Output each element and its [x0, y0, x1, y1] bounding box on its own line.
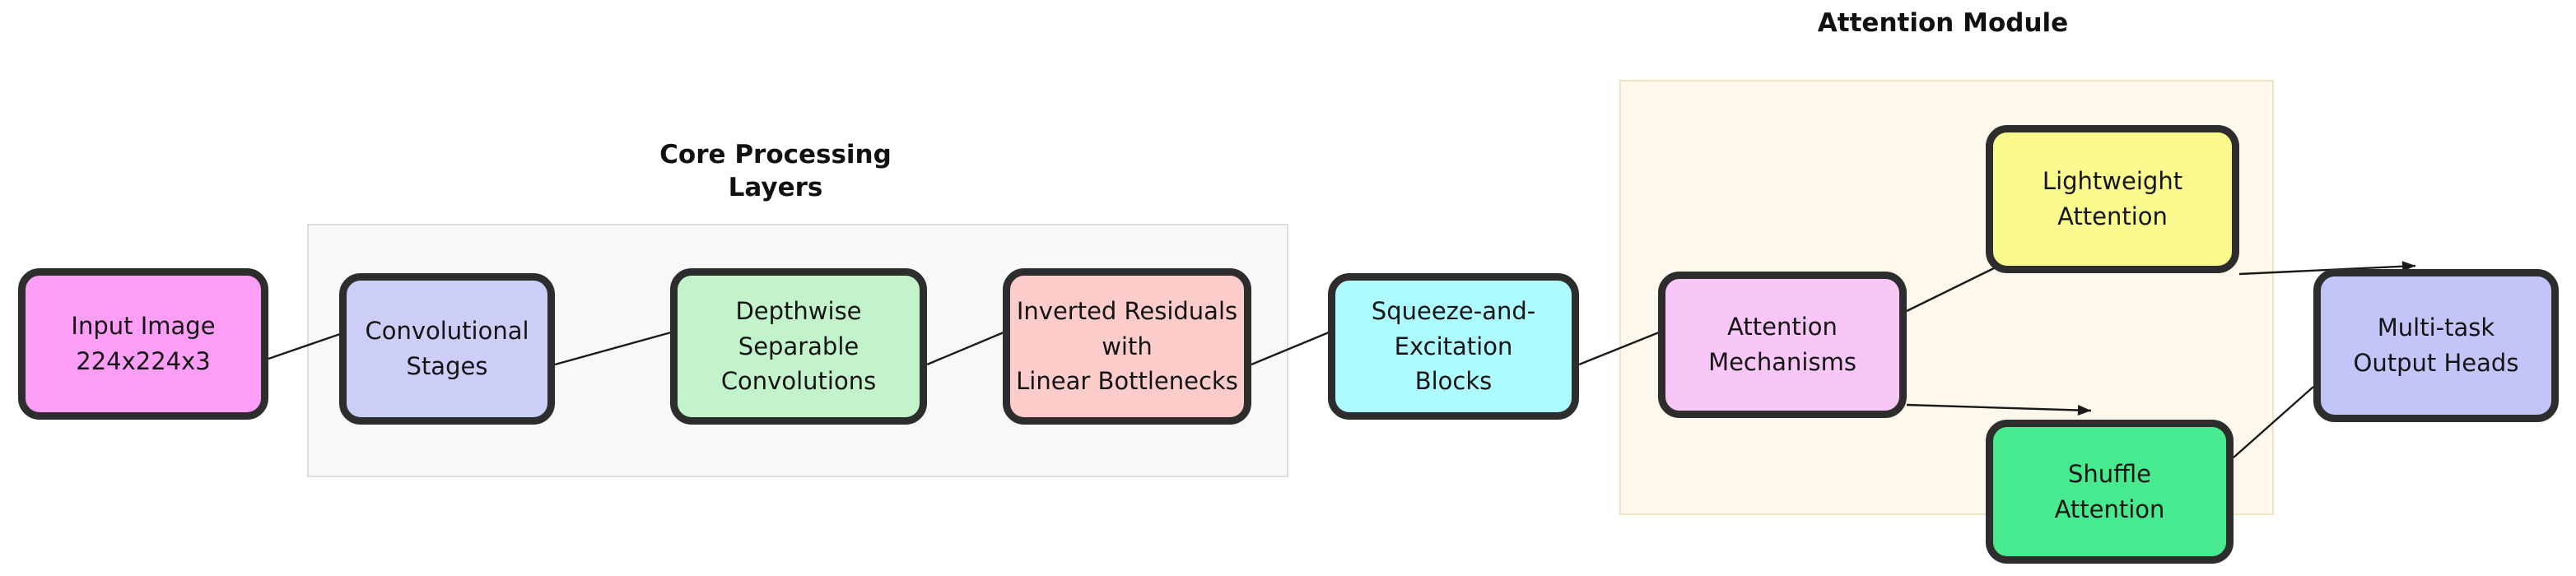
node-convolutional-stages: Convolutional Stages: [339, 273, 555, 425]
arrowhead-icon: [2401, 261, 2415, 272]
subgraph-title-core-processing-layers: Core Processing Layers: [659, 140, 892, 203]
node-depthwise-separable-convolutions: Depthwise Separable Convolutions: [670, 268, 927, 425]
edge-input-to-conv: [268, 332, 341, 360]
arrowhead-icon: [2077, 405, 2091, 416]
node-squeeze-excitation-blocks: Squeeze-and- Excitation Blocks: [1328, 273, 1579, 420]
edge-inverted-to-squeeze: [1251, 331, 1330, 366]
node-attention-mechanisms: Attention Mechanisms: [1658, 272, 1907, 418]
subgraph-title-attention-module: Attention Module: [1817, 8, 2069, 38]
edge-conv-to-depthwise: [554, 331, 672, 366]
edge-attention-to-lightweight: [1906, 263, 2001, 313]
edge-squeeze-to-attention: [1578, 331, 1660, 366]
node-multi-task-output-heads: Multi-task Output Heads: [2313, 269, 2559, 422]
edge-shuffle-to-output: [2233, 386, 2314, 458]
edge-depthwise-to-inverted: [926, 331, 1004, 366]
edge-attention-to-shuffle: [1906, 403, 2092, 412]
node-inverted-residuals: Inverted Residuals with Linear Bottlenec…: [1003, 268, 1251, 425]
node-input-image: Input Image 224x224x3: [18, 268, 268, 420]
node-lightweight-attention: Lightweight Attention: [1986, 125, 2239, 273]
node-shuffle-attention: Shuffle Attention: [1986, 420, 2234, 564]
